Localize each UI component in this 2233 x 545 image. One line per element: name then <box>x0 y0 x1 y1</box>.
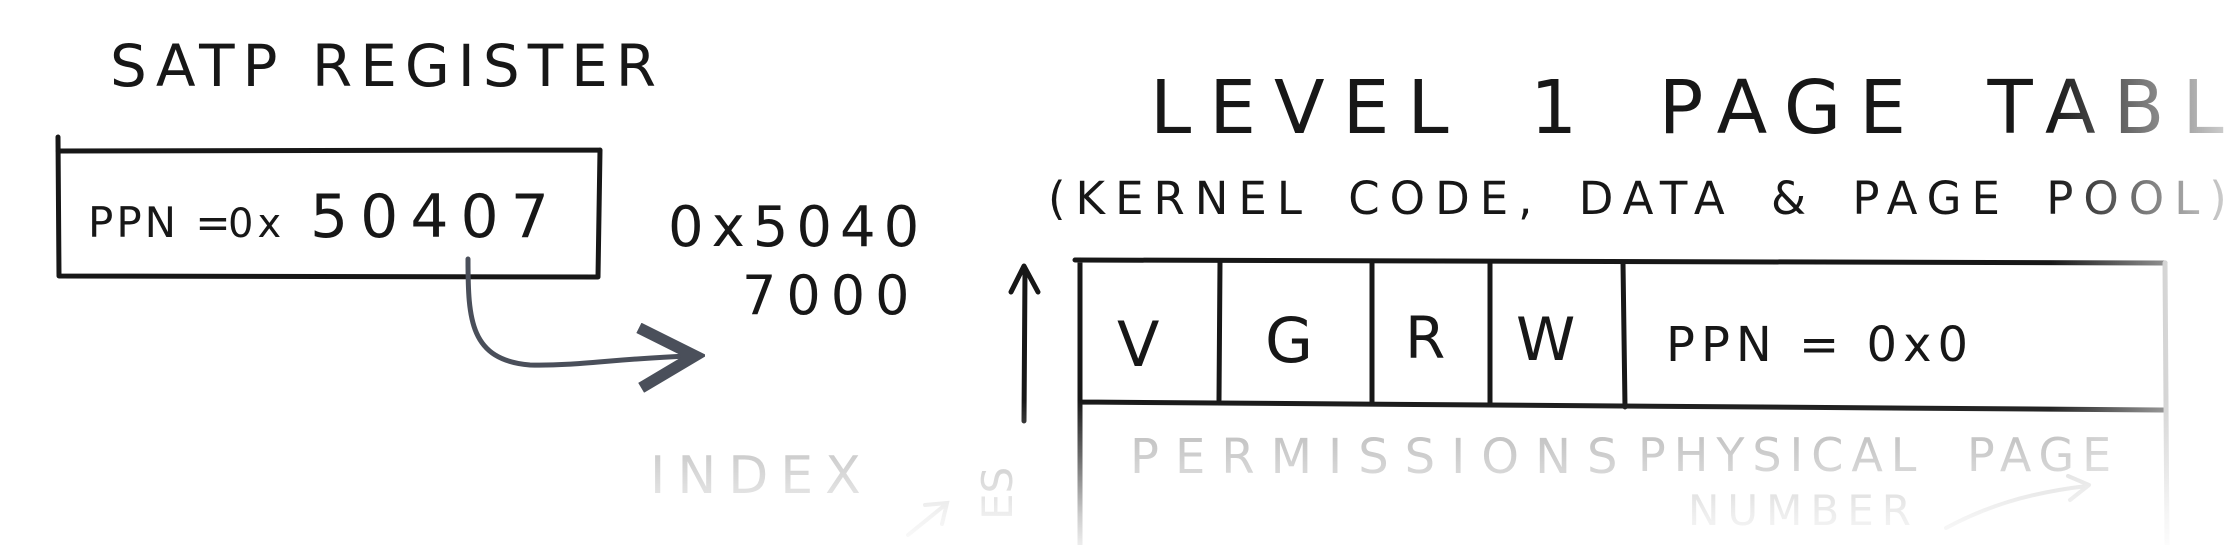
field-r: R <box>1405 304 1445 372</box>
field-v: V <box>1117 308 1159 381</box>
page-table-subtitle: (KERNEL CODE, DATA & PAGE POOL) <box>1048 172 2233 225</box>
address-line-2: 7000 <box>742 264 919 327</box>
physical-page-arrow <box>1944 474 2091 530</box>
entry-ppn: PPN = 0x0 <box>1666 317 1974 373</box>
satp-ppn-prefix: 0x <box>228 201 285 247</box>
page-table-entry-right-edge <box>2162 260 2170 545</box>
physical-page-label-line-1: PHYSICAL PAGE <box>1638 428 2119 482</box>
permissions-label: PERMISSIONS <box>1130 429 1633 485</box>
field-w: W <box>1516 305 1575 375</box>
field-g: G <box>1265 304 1313 377</box>
index-faint-mark: ES <box>973 467 1022 520</box>
physical-page-label-line-2: NUMBER <box>1688 486 1919 535</box>
index-label: INDEX <box>650 446 873 506</box>
index-up-arrow-shaft <box>1021 267 1028 424</box>
address-line-1: 0x5040 <box>668 195 927 260</box>
satp-register-title: SATP REGISTER <box>110 32 664 100</box>
page-table-title: LEVEL 1 PAGE TABLE <box>1150 65 2233 151</box>
faint-diagonal-arrow <box>906 500 950 537</box>
satp-ppn-label: PPN = <box>88 198 234 247</box>
satp-ppn-value: 50407 <box>310 182 561 252</box>
